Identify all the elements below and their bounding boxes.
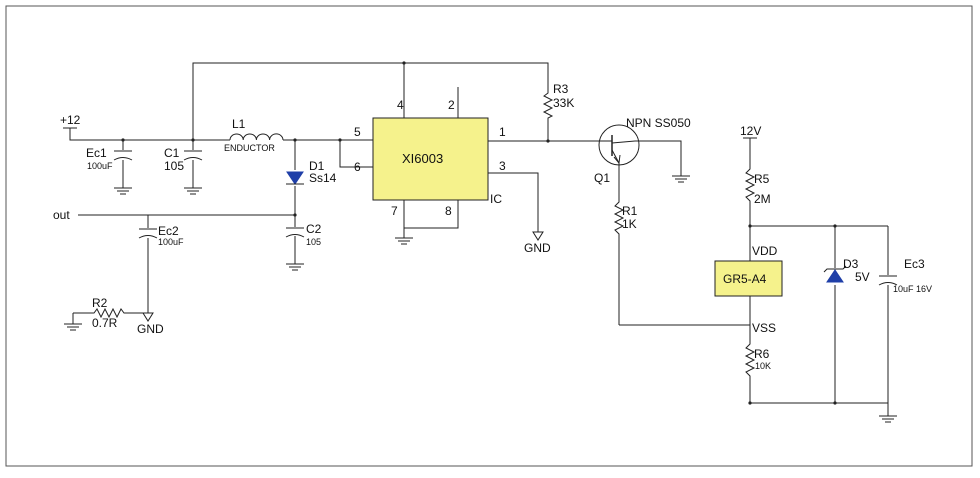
ic-gr5-a4-label: GR5-A4 bbox=[723, 272, 767, 286]
ic-xi6003 bbox=[372, 117, 489, 201]
ic-pin-3: 3 bbox=[499, 159, 506, 173]
diode-d1 bbox=[286, 171, 304, 185]
ground-icon bbox=[113, 181, 133, 195]
ec2-val: 100uF bbox=[158, 237, 184, 247]
wires bbox=[69, 62, 889, 410]
r6-val: 10K bbox=[755, 361, 771, 371]
r2-val: 0.7R bbox=[92, 316, 118, 330]
d3-val: 5V bbox=[855, 270, 870, 284]
ground-icon bbox=[285, 257, 305, 271]
ic-pin-8: 8 bbox=[445, 204, 452, 218]
q1-ref: Q1 bbox=[594, 171, 610, 185]
c1-val: 105 bbox=[164, 159, 184, 173]
ic-pin-2: 2 bbox=[448, 98, 455, 112]
ground-icon bbox=[183, 181, 203, 195]
capacitor-c1 bbox=[183, 150, 203, 161]
capacitor-ec1 bbox=[113, 150, 133, 161]
vdd-label: VDD bbox=[752, 244, 778, 258]
d1-ref: D1 bbox=[309, 159, 325, 173]
ground-icon bbox=[878, 409, 898, 423]
gnd-arrow-icon bbox=[142, 312, 154, 322]
ic-xi6003-label: XI6003 bbox=[402, 151, 443, 166]
l1-ref: L1 bbox=[232, 117, 246, 131]
r3-val: 33K bbox=[553, 96, 574, 110]
capacitor-c2 bbox=[285, 227, 305, 238]
resistor-r3 bbox=[542, 90, 554, 120]
c1-ref: C1 bbox=[164, 146, 180, 160]
c2-val: 105 bbox=[306, 237, 321, 247]
r1-val: 1K bbox=[622, 217, 637, 231]
r2-ref: R2 bbox=[92, 296, 108, 310]
ec1-val: 100uF bbox=[87, 161, 113, 171]
out-label: out bbox=[53, 208, 70, 222]
d3-ref: D3 bbox=[843, 257, 859, 271]
r1-ref: R1 bbox=[622, 204, 638, 218]
frame-border bbox=[5, 5, 973, 467]
resistor-r1 bbox=[613, 198, 625, 238]
ic-gr5-a4 bbox=[714, 260, 783, 297]
r3-ref: R3 bbox=[553, 82, 569, 96]
inductor-l1 bbox=[229, 133, 284, 141]
junctions bbox=[121, 61, 837, 405]
v12-label: 12V bbox=[740, 124, 761, 138]
capacitor-ec2 bbox=[138, 228, 158, 239]
gnd-arrow-icon bbox=[532, 231, 544, 241]
gnd-label-ic: GND bbox=[524, 241, 551, 255]
plus12-label: +12 bbox=[60, 113, 81, 127]
zener-diode-d3 bbox=[823, 265, 847, 283]
vss-label: VSS bbox=[752, 321, 776, 335]
ic-pin-4: 4 bbox=[397, 98, 404, 112]
ec3-val: 10uF 16V bbox=[893, 284, 932, 294]
r5-ref: R5 bbox=[754, 172, 770, 186]
gnd-label-r2: GND bbox=[137, 322, 164, 336]
r5-val: 2M bbox=[754, 192, 771, 206]
capacitor-ec3 bbox=[878, 275, 898, 286]
ic-pin-7: 7 bbox=[391, 204, 398, 218]
ec2-ref: Ec2 bbox=[158, 224, 179, 238]
q1-val: NPN SS050 bbox=[626, 116, 691, 130]
resistor-r2 bbox=[90, 307, 128, 319]
ground-icon bbox=[63, 317, 83, 331]
ground-icon bbox=[394, 231, 414, 245]
resistor-r5 bbox=[744, 165, 756, 205]
c2-ref: C2 bbox=[306, 222, 322, 236]
ec3-ref: Ec3 bbox=[904, 257, 925, 271]
transistor-q1 bbox=[598, 124, 640, 166]
ground-icon bbox=[671, 169, 691, 183]
l1-val: ENDUCTOR bbox=[224, 143, 275, 153]
d1-val: Ss14 bbox=[309, 171, 337, 185]
ic-note: IC bbox=[490, 192, 502, 206]
resistor-r6 bbox=[744, 340, 756, 380]
ic-pin-1: 1 bbox=[499, 125, 506, 139]
r6-ref: R6 bbox=[754, 347, 770, 361]
ic-pin-5: 5 bbox=[354, 125, 361, 139]
ec1-ref: Ec1 bbox=[86, 146, 107, 160]
ic-pin-6: 6 bbox=[354, 160, 361, 174]
